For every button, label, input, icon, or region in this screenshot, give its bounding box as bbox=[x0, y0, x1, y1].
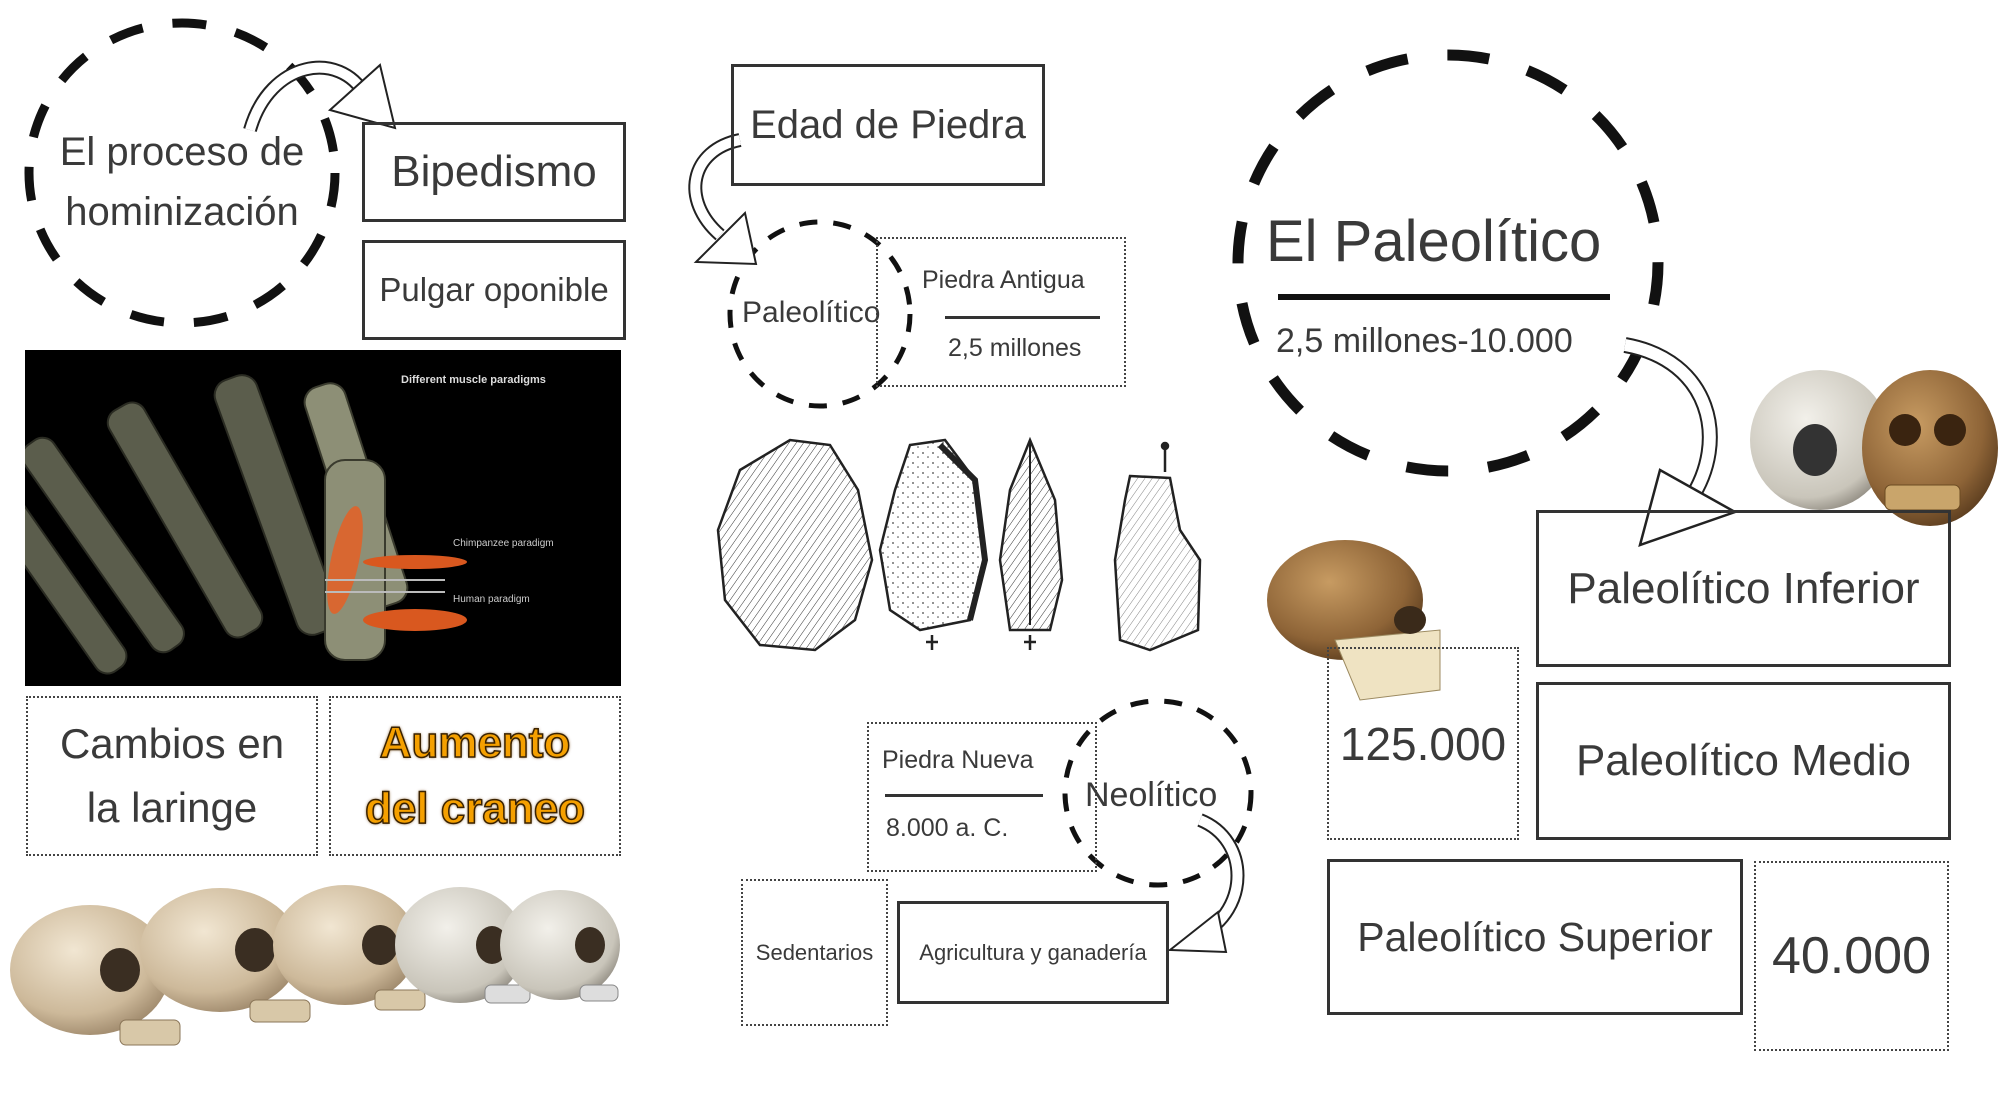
arrow-paleolithic-to-periods bbox=[1623, 337, 1739, 547]
chimp-paradigm-label: Chimpanzee paradigm bbox=[453, 538, 554, 549]
old-stone-box bbox=[876, 237, 1126, 387]
neolithic-label: Neolítico bbox=[1085, 776, 1218, 814]
hand-bones-illustration bbox=[25, 374, 467, 675]
new-stone-date: 8.000 a. C. bbox=[886, 814, 1009, 842]
paleolithic-range: 2,5 millones-10.000 bbox=[1276, 322, 1573, 360]
new-stone-divider bbox=[885, 794, 1043, 797]
new-stone-label: Piedra Nueva bbox=[882, 746, 1034, 774]
opposable-thumb-label: Pulgar oponible bbox=[379, 271, 609, 308]
hominization-title: El proceso de hominización bbox=[59, 130, 305, 234]
middle-date-box: 125.000 bbox=[1327, 647, 1519, 840]
paleolithic-title-dashed-circle bbox=[1232, 49, 1664, 477]
hominization-dashed-circle bbox=[24, 18, 340, 328]
agriculture-box: Agricultura y ganadería bbox=[897, 901, 1169, 1004]
arrow-stone-age-to-paleolithic bbox=[688, 133, 758, 266]
skull-image-pair bbox=[1750, 370, 1998, 526]
paleolithic-dashed-circle bbox=[727, 219, 913, 409]
new-stone-box bbox=[867, 722, 1097, 872]
bipedism-label: Bipedismo bbox=[391, 147, 597, 196]
hand-muscle-image: Different muscle paradigms Chimpanzee pa… bbox=[25, 350, 621, 686]
stone-age-box: Edad de Piedra bbox=[731, 64, 1045, 186]
arrow-neolithic-to-agriculture bbox=[1167, 813, 1245, 954]
upper-paleolithic-box: Paleolítico Superior bbox=[1327, 859, 1743, 1015]
stone-tools-illustration bbox=[716, 436, 1202, 652]
paleolithic-label: Paleolítico bbox=[742, 296, 881, 329]
paleolithic-title: El Paleolítico bbox=[1266, 209, 1602, 274]
neolithic-dashed-circle bbox=[1062, 698, 1254, 888]
human-paradigm-label: Human paradigm bbox=[453, 594, 530, 605]
middle-paleolithic-box: Paleolítico Medio bbox=[1536, 682, 1951, 840]
sedentary-box: Sedentarios bbox=[741, 879, 888, 1026]
opposable-thumb-box: Pulgar oponible bbox=[362, 240, 626, 340]
paleolithic-title-divider bbox=[1278, 294, 1610, 300]
old-stone-date: 2,5 millones bbox=[948, 334, 1082, 362]
bipedism-box: Bipedismo bbox=[362, 122, 626, 222]
lower-paleolithic-box: Paleolítico Inferior bbox=[1536, 510, 1951, 667]
old-stone-divider bbox=[945, 316, 1100, 319]
skull-growth-box: Aumento del craneo bbox=[329, 696, 621, 856]
hand-image-title: Different muscle paradigms bbox=[401, 374, 546, 386]
arrow-hominization-to-bipedism bbox=[243, 60, 397, 133]
larynx-box: Cambios en la laringe bbox=[26, 696, 318, 856]
stone-age-label: Edad de Piedra bbox=[750, 102, 1026, 147]
upper-date-box: 40.000 bbox=[1754, 861, 1949, 1051]
old-stone-label: Piedra Antigua bbox=[922, 266, 1085, 294]
skull-evolution-image bbox=[10, 885, 620, 1046]
